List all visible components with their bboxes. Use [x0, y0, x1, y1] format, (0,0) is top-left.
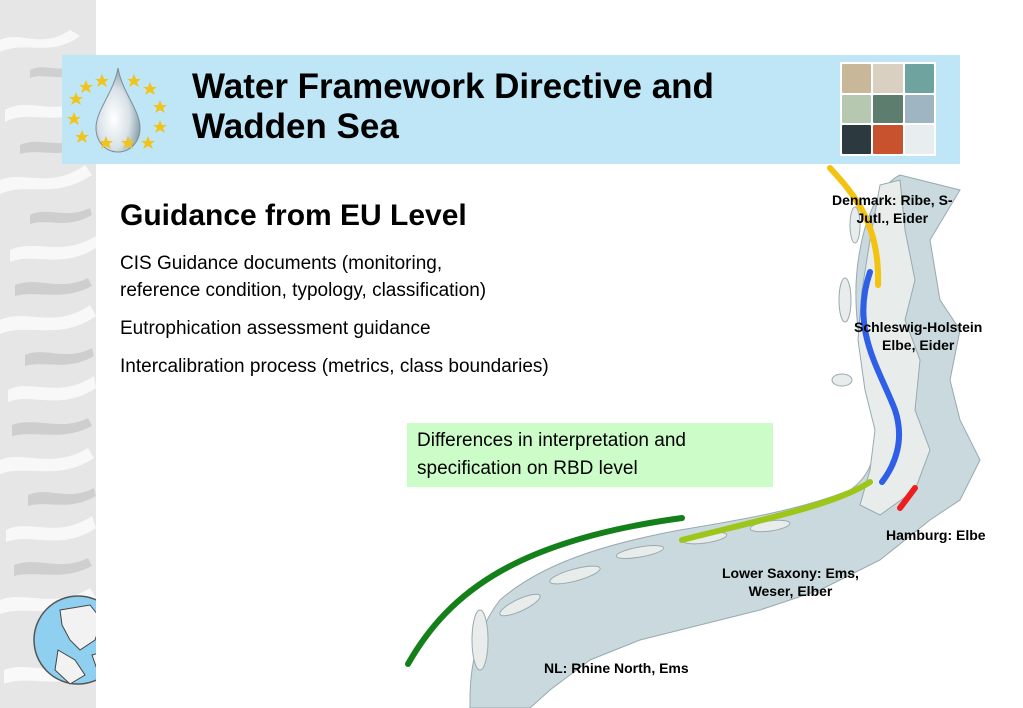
interpretation-callout: Differences in interpretation and specif… [407, 423, 773, 487]
denmark-rbd-line [827, 165, 882, 288]
label-schleswig-holstein: Schleswig-Holstein Elbe, Eider [854, 319, 983, 353]
globe-icon [33, 595, 96, 685]
species-photo-collage [840, 62, 936, 156]
schleswig-holstein-rbd-line [860, 269, 902, 485]
worm-photo [873, 125, 903, 154]
algae-photo [842, 94, 872, 124]
eelgrass-photo [873, 94, 903, 124]
fish-photo [842, 64, 872, 93]
label-lower-saxony: Lower Saxony: Ems, Weser, Elber [722, 565, 859, 599]
label-denmark: Denmark: Ribe, S- Jutl., Eider [832, 192, 953, 226]
label-nl: NL: Rhine North, Ems [544, 660, 689, 676]
page-title: Water Framework Directive and Wadden Sea [192, 67, 714, 146]
lower-saxony-rbd-line [679, 479, 873, 543]
hamburg-rbd-line [897, 485, 918, 511]
seal-photo [904, 64, 934, 93]
bullet-intercalibration: Intercalibration process (metrics, class… [120, 356, 549, 377]
label-hamburg: Hamburg: Elbe [886, 527, 986, 543]
crab-photo [873, 64, 903, 93]
header-band [62, 55, 960, 164]
nl-rbd-line [405, 515, 685, 667]
bullet-eutrophication: Eutrophication assessment guidance [120, 318, 431, 339]
eu-water-drop-logo [67, 67, 167, 153]
section-heading: Guidance from EU Level [120, 199, 467, 232]
bar-chart-thumbnail [904, 125, 934, 154]
plankton-photo [904, 94, 934, 124]
bullet-cis-guidance: CIS Guidance documents (monitoring, refe… [120, 253, 487, 301]
mussel-photo [842, 125, 872, 154]
